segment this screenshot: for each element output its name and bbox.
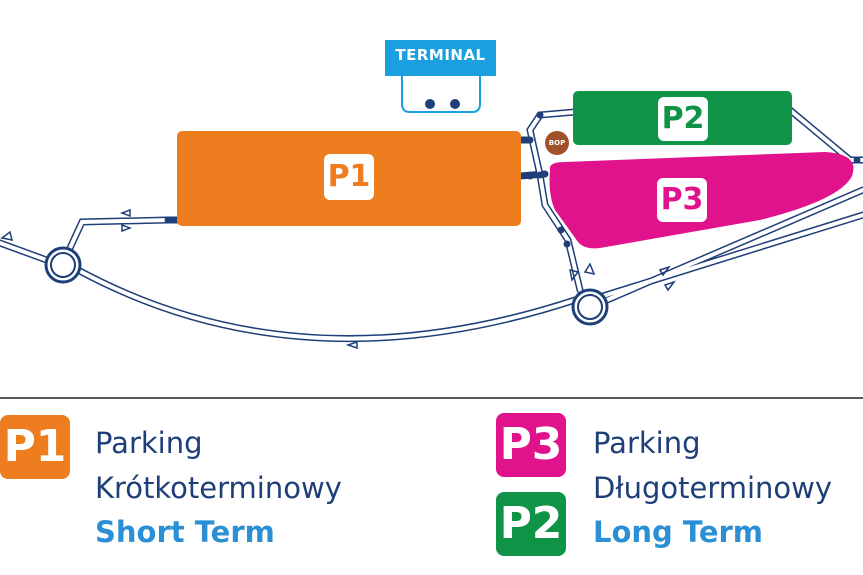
legend-short-line3: Short Term: [95, 515, 275, 549]
terminal-building: [385, 40, 496, 113]
legend-short-line1: Parking: [95, 426, 203, 460]
terminal-label: TERMINAL: [395, 46, 486, 64]
legend-long-line2: Długoterminowy: [593, 471, 833, 505]
roundabout-right: [571, 288, 609, 326]
entrance-icon: [450, 99, 460, 109]
arrow-icon: [119, 208, 131, 218]
arrow-icon: [658, 265, 672, 277]
legend-long-line1: Parking: [593, 426, 701, 460]
roundabout-left: [44, 246, 82, 284]
arrow-icon: [0, 230, 14, 241]
zone-p2-badge: P2: [658, 97, 708, 141]
legend-divider: [0, 397, 863, 399]
arrow-icon: [345, 340, 358, 350]
arrow-icon: [583, 262, 596, 276]
arrow-icon: [121, 223, 133, 233]
junction-dots: [164, 111, 861, 248]
zone-p3-badge: P3: [657, 178, 707, 222]
bop-marker: [545, 131, 569, 155]
legend-short-line2: Krótkoterminowy: [95, 471, 342, 505]
arrow-icon: [569, 268, 580, 282]
legend-long-line3: Long Term: [593, 515, 764, 549]
legend-p1-badge: P1: [0, 415, 70, 479]
legend-p2-badge: P2: [496, 492, 566, 556]
legend-p3-badge: P3: [496, 413, 566, 477]
bop-label: BOP: [548, 139, 566, 147]
arrow-icon: [663, 280, 677, 292]
terminal-sign: [385, 40, 496, 76]
road-network: [0, 106, 863, 343]
zone-p1-badge: P1: [324, 154, 374, 200]
direction-arrows: [0, 208, 677, 350]
entrance-icon: [425, 99, 435, 109]
